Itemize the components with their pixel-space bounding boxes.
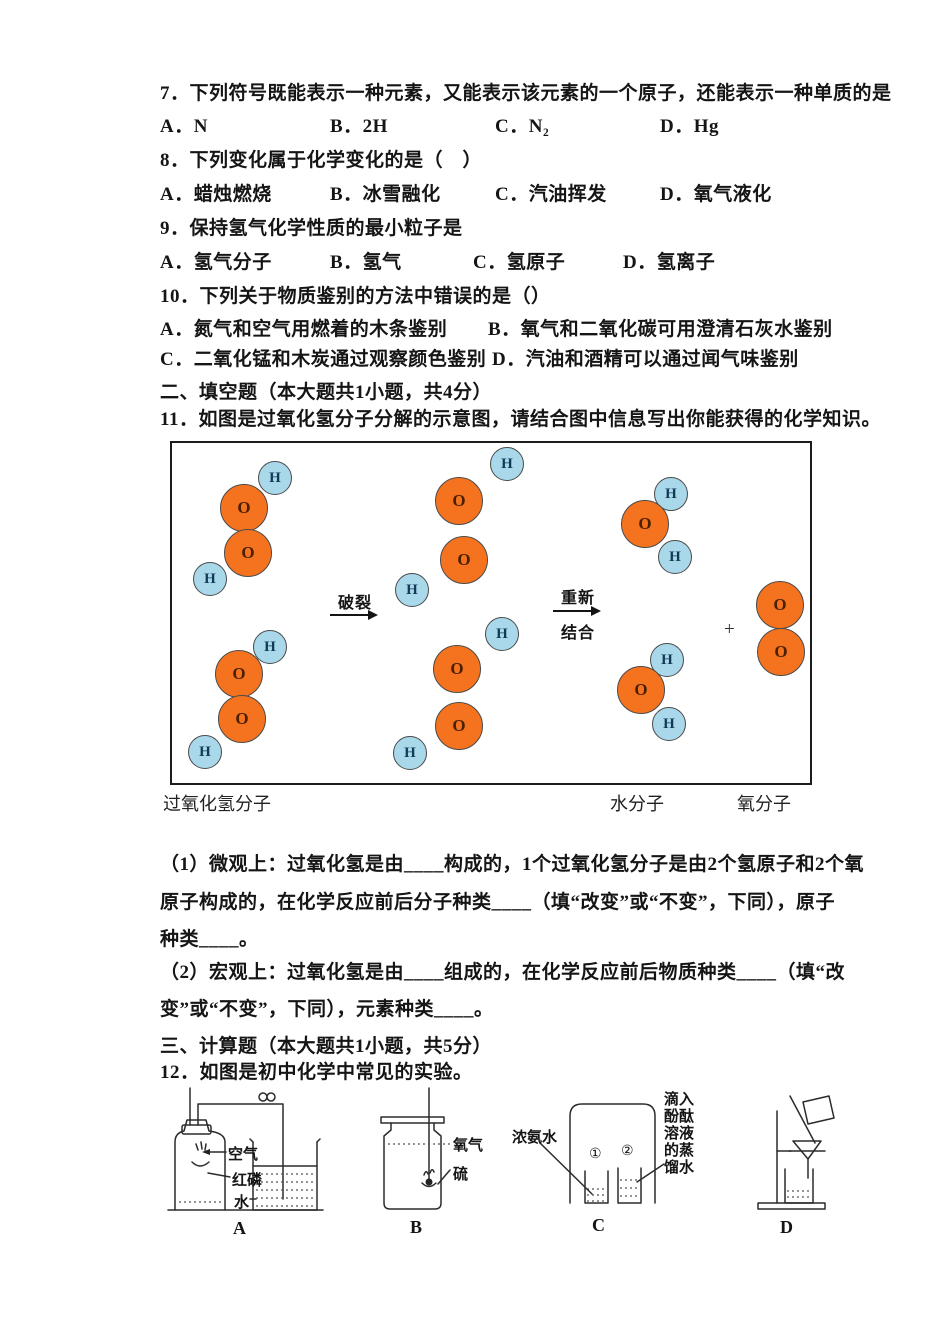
caption-water-molecule: 水分子: [610, 794, 664, 814]
recombine-arrow-label-bottom: 结合: [560, 625, 595, 642]
experiment-d-figure: D: [745, 1086, 870, 1241]
question-7-option-d: D．Hg: [660, 116, 720, 137]
bell-jar-drawing: [539, 1103, 665, 1204]
hydrogen-atom: H: [393, 736, 427, 770]
flask-and-beaker-drawing: [167, 1087, 324, 1211]
exam-content: 7．下列符号既能表示一种元素，又能表示该元素的一个原子，还能表示一种单质的是 A…: [160, 0, 891, 1344]
question-9-options: A．氢气分子 B．氢气 C．氢原子 D．氢离子: [160, 247, 860, 273]
oxygen-atom: O: [621, 500, 669, 548]
hydrogen-atom: H: [652, 707, 686, 741]
question-9-option-c: C．氢原子: [473, 252, 566, 273]
q11-part2-line1: （2）宏观上：过氧化氢是由____组成的，在化学反应前后物质种类____（填“改: [160, 962, 846, 983]
experiment-a-figure: 空气 红磷 水 A: [160, 1086, 330, 1241]
question-7-option-a: A．N: [160, 116, 208, 137]
plus-sign: +: [724, 619, 735, 640]
oxygen-atom: O: [617, 666, 665, 714]
question-7-option-c: C．N₂: [495, 116, 550, 137]
oxygen-atom: O: [435, 477, 483, 525]
q11-part1-line3: 种类____。: [160, 929, 259, 950]
question-10-option-c: C．二氧化锰和木炭通过观察颜色鉴别: [160, 349, 487, 370]
question-7-text: 7．下列符号既能表示一种元素，又能表示该元素的一个原子，还能表示一种单质的是: [160, 83, 892, 104]
question-12-text: 12．如图是初中化学中常见的实验。: [160, 1062, 473, 1083]
label-red-phosphorus: 红磷: [232, 1173, 263, 1189]
question-10-text: 10．下列关于物质鉴别的方法中错误的是（）: [160, 286, 551, 307]
question-9-option-b: B．氢气: [330, 252, 402, 273]
oxygen-atom: O: [440, 536, 488, 584]
question-10-options-row1: A．氮气和空气用燃着的木条鉴别 B．氧气和二氧化碳可用澄清石灰水鉴别: [160, 314, 860, 340]
label-beaker-1: ①: [589, 1147, 602, 1162]
experiment-c-figure: 浓氨水 滴入酚酞溶液的蒸馏水 ① ② C: [512, 1086, 712, 1241]
question-8-option-a: A．蜡烛燃烧: [160, 184, 272, 205]
question-9-option-a: A．氢气分子: [160, 252, 272, 273]
question-10-option-b: B．氧气和二氧化碳可用澄清石灰水鉴别: [488, 319, 833, 340]
question-7-option-b: B．2H: [330, 116, 388, 137]
oxygen-atom: O: [757, 628, 805, 676]
experiment-figures: 空气 红磷 水 A 氧气 硫 B: [160, 1086, 880, 1246]
hydrogen-atom: H: [658, 540, 692, 574]
oxygen-atom: O: [218, 695, 266, 743]
question-9-option-d: D．氢离子: [623, 252, 716, 273]
section-2-heading: 二、填空题（本大题共1小题，共4分）: [160, 382, 493, 403]
oxygen-atom: O: [215, 650, 263, 698]
question-7-options: A．N B．2H C．N₂ D．Hg: [160, 111, 860, 137]
figure-b-letter: B: [410, 1217, 423, 1237]
figure-a-letter: A: [233, 1218, 246, 1238]
break-arrow-label: 破裂: [337, 595, 372, 612]
label-sulfur: 硫: [453, 1167, 469, 1183]
question-8-option-b: B．冰雪融化: [330, 184, 441, 205]
recombine-arrow: [553, 605, 601, 616]
q11-part2-line2: 变”或“不变”，下同），元素种类____。: [160, 999, 494, 1020]
oxygen-atom: O: [756, 581, 804, 629]
label-water: 水: [234, 1195, 250, 1211]
experiment-b-figure: 氧气 硫 B: [380, 1086, 505, 1241]
caption-hydrogen-peroxide-molecule: 过氧化氢分子: [163, 794, 271, 814]
hydrogen-atom: H: [253, 630, 287, 664]
break-arrow: [330, 609, 378, 620]
hydrogen-atom: H: [395, 573, 429, 607]
oxygen-atom: O: [220, 484, 268, 532]
oxygen-atom: O: [433, 645, 481, 693]
hydrogen-atom: H: [490, 447, 524, 481]
oxygen-atom: O: [224, 529, 272, 577]
hydrogen-atom: H: [258, 461, 292, 495]
label-air: 空气: [228, 1147, 259, 1163]
oxygen-atom: O: [435, 702, 483, 750]
question-10-options-row2: C．二氧化锰和木炭通过观察颜色鉴别 D．汽油和酒精可以通过闻气味鉴别: [160, 344, 860, 370]
filtration-drawing: [757, 1095, 835, 1210]
hydrogen-atom: H: [193, 562, 227, 596]
question-11-text: 11．如图是过氧化氢分子分解的示意图，请结合图中信息写出你能获得的化学知识。: [160, 409, 881, 430]
gas-jar-drawing: [380, 1087, 451, 1210]
question-10-option-d: D．汽油和酒精可以通过闻气味鉴别: [492, 349, 799, 370]
hydrogen-atom: H: [188, 735, 222, 769]
q11-part1-line2: 原子构成的，在化学反应前后分子种类____（填“改变”或“不变”，下同），原子: [160, 892, 836, 913]
section-3-heading: 三、计算题（本大题共1小题，共5分）: [160, 1036, 493, 1057]
label-oxygen: 氧气: [453, 1138, 484, 1154]
question-8-options: A．蜡烛燃烧 B．冰雪融化 C．汽油挥发 D．氧气液化: [160, 179, 860, 205]
label-phenolphthalein-water: 滴入酚酞溶液的蒸馏水: [664, 1092, 695, 1176]
label-concentrated-ammonia: 浓氨水: [512, 1130, 558, 1146]
q11-part1-line1: （1）微观上：过氧化氢是由____构成的，1个过氧化氢分子是由2个氢原子和2个氧: [160, 854, 865, 875]
figure-d-letter: D: [780, 1217, 793, 1237]
question-8-text: 8．下列变化属于化学变化的是（ ）: [160, 150, 483, 171]
question-8-option-c: C．汽油挥发: [495, 184, 607, 205]
recombine-arrow-label-top: 重新: [560, 590, 595, 607]
hydrogen-atom: H: [485, 617, 519, 651]
figure-c-letter: C: [592, 1215, 605, 1235]
question-8-option-d: D．氧气液化: [660, 184, 772, 205]
question-10-option-a: A．氮气和空气用燃着的木条鉴别: [160, 319, 448, 340]
question-9-text: 9．保持氢气化学性质的最小粒子是: [160, 218, 463, 239]
caption-oxygen-molecule: 氧分子: [737, 794, 791, 814]
label-beaker-2: ②: [621, 1144, 634, 1159]
